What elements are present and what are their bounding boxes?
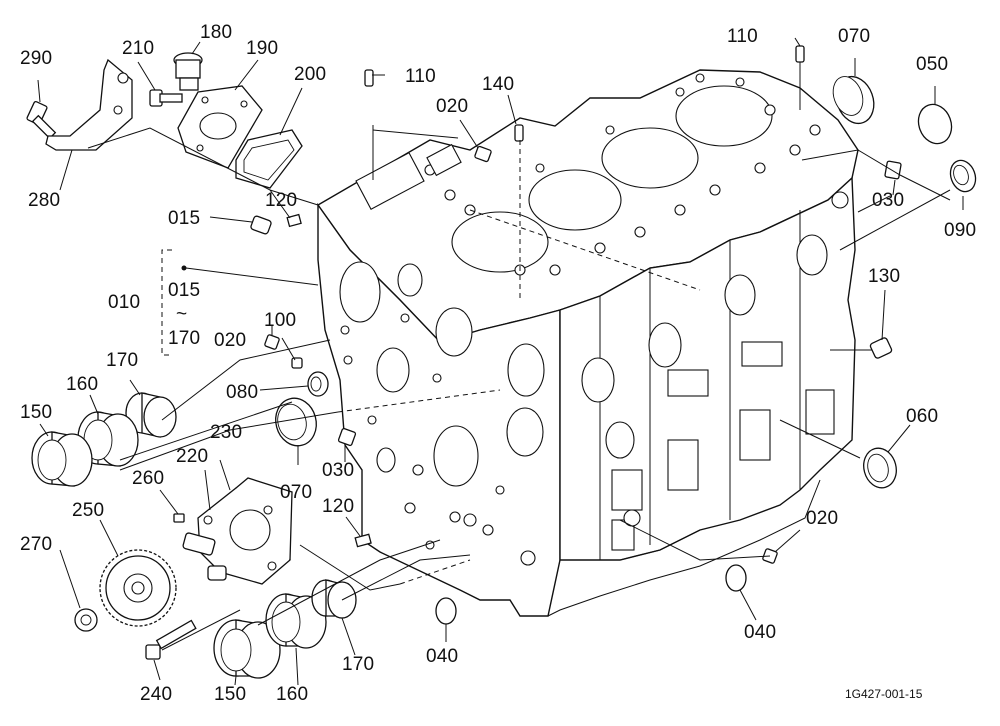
callout-170-lower: 170: [342, 654, 374, 675]
callout-160-upper: 160: [66, 374, 98, 395]
part-120-pin-top: [286, 213, 302, 228]
part-070-plug-left: [275, 397, 317, 447]
part-070-plug-top: [832, 75, 875, 125]
callout-150-upper: 150: [20, 402, 52, 423]
part-040-plug-right: [725, 564, 747, 592]
part-290-bolt: [26, 100, 57, 140]
callout-020-top: 020: [436, 96, 468, 117]
callout-130: 130: [868, 266, 900, 287]
part-020-plug-top: [474, 145, 492, 163]
part-150-bearing-upper: [31, 431, 93, 487]
part-090-seal: [949, 159, 977, 193]
callout-160-lower: 160: [276, 684, 308, 705]
part-210-bolt: [149, 89, 183, 107]
part-220-pump-shaft: [182, 532, 227, 581]
part-020-plug-left: [264, 334, 280, 350]
callout-040-right: 040: [744, 622, 776, 643]
callout-100: 100: [264, 310, 296, 331]
callout-labels: 290 210 180 190 200 280 120 015 110 020 …: [20, 22, 976, 705]
bracket-range-end: 170: [168, 328, 200, 349]
part-050-plug: [917, 103, 953, 145]
callout-010: 010: [108, 292, 140, 313]
callout-050: 050: [916, 54, 948, 75]
bracket-range-start: 015: [168, 280, 200, 301]
callout-080: 080: [226, 382, 258, 403]
part-030-plug-left: [337, 427, 357, 447]
callout-015: 015: [168, 208, 200, 229]
callout-020-left: 020: [214, 330, 246, 351]
part-030-plug-right: [884, 160, 902, 180]
callout-120-bottom: 120: [322, 496, 354, 517]
callout-120-top: 120: [265, 190, 297, 211]
part-240-bolt: [145, 619, 197, 660]
part-040-plug-left: [435, 597, 457, 625]
part-260-key: [173, 513, 185, 523]
cylinder-block: [316, 69, 859, 617]
callout-250: 250: [72, 500, 104, 521]
part-170-bearing-lower: [311, 579, 357, 619]
part-130-pin: [869, 337, 893, 359]
callout-190: 190: [246, 38, 278, 59]
callout-030-left: 030: [322, 460, 354, 481]
callout-260: 260: [132, 468, 164, 489]
part-250-gear: [99, 549, 177, 627]
callout-090: 090: [944, 220, 976, 241]
callout-040-left: 040: [426, 646, 458, 667]
callout-270: 270: [20, 534, 52, 555]
callout-280: 280: [28, 190, 60, 211]
callout-110-right: 110: [727, 26, 758, 47]
callout-290: 290: [20, 48, 52, 69]
bracket-range-separator: ~: [176, 304, 187, 325]
part-120-pin-bottom: [354, 533, 372, 548]
callout-220: 220: [176, 446, 208, 467]
callout-240: 240: [140, 684, 172, 705]
part-015-plug: [250, 215, 272, 235]
part-270-nut: [74, 608, 98, 632]
part-170-bearing-upper: [125, 392, 177, 438]
callout-030-right: 030: [872, 190, 904, 211]
callout-180: 180: [200, 22, 232, 43]
part-110-pin-left: [364, 69, 374, 87]
callout-070-left: 070: [280, 482, 312, 503]
leader-lines: [37, 37, 964, 686]
part-110-pin-right: [795, 45, 805, 63]
callout-150-lower: 150: [214, 684, 246, 705]
part-140-pipe: [514, 124, 524, 142]
callout-170-upper: 170: [106, 350, 138, 371]
part-200-gasket: [235, 129, 303, 189]
part-150-bearing-lower: [213, 619, 281, 679]
part-060-seal: [863, 447, 897, 489]
part-230-oil-pump: [197, 477, 293, 585]
part-180-breather: [173, 52, 203, 91]
callout-070-top: 070: [838, 26, 870, 47]
callout-210: 210: [122, 38, 154, 59]
part-080-bushing: [307, 371, 329, 397]
part-100-pin: [291, 357, 303, 369]
callout-140: 140: [482, 74, 514, 95]
callout-110-left: 110: [405, 66, 436, 87]
callout-230: 230: [210, 422, 242, 443]
callout-200: 200: [294, 64, 326, 85]
figure-reference-code: 1G427-001-15: [845, 687, 923, 701]
callout-020-right: 020: [806, 508, 838, 529]
part-280-bracket: [45, 58, 133, 151]
callout-060: 060: [906, 406, 938, 427]
